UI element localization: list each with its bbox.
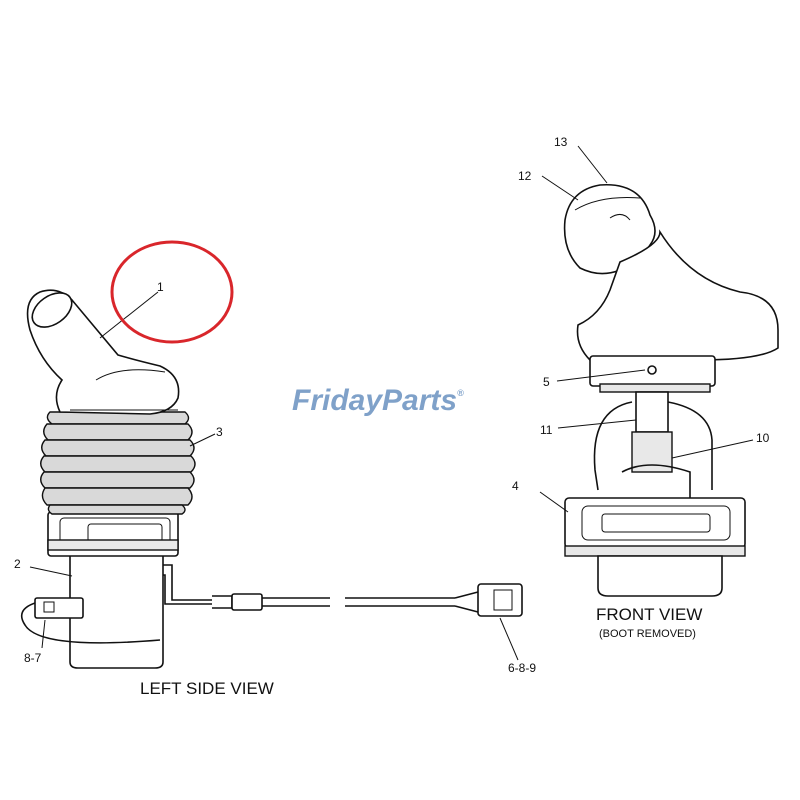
watermark-trademark: ® [457, 388, 464, 398]
callout-leaders [29, 145, 754, 661]
left-side-view-caption: LEFT SIDE VIEW [140, 679, 274, 698]
callout-13: 13 [554, 135, 568, 149]
callout-3: 3 [216, 425, 223, 439]
front-view [563, 183, 779, 597]
callout-5: 5 [543, 375, 550, 389]
callout-10: 10 [756, 431, 770, 445]
boot-bellows [40, 411, 196, 515]
callout-2: 2 [14, 557, 21, 571]
joystick-handle [26, 289, 180, 415]
highlight-circle [110, 240, 234, 344]
callout-1: 1 [157, 280, 164, 294]
callout-4: 4 [512, 479, 519, 493]
left-side-view [20, 289, 523, 669]
watermark-logo: FridayParts® [292, 384, 464, 417]
front-view-subcaption: (BOOT REMOVED) [599, 628, 696, 640]
callout-11: 11 [540, 423, 553, 437]
callout-6-8-9: 6-8-9 [508, 661, 536, 675]
watermark-part-2: Parts [382, 384, 457, 417]
callout-8-7: 8-7 [24, 651, 42, 665]
watermark-part-1: Friday [292, 384, 383, 417]
callout-12: 12 [518, 169, 532, 183]
front-view-caption: FRONT VIEW [596, 605, 702, 624]
